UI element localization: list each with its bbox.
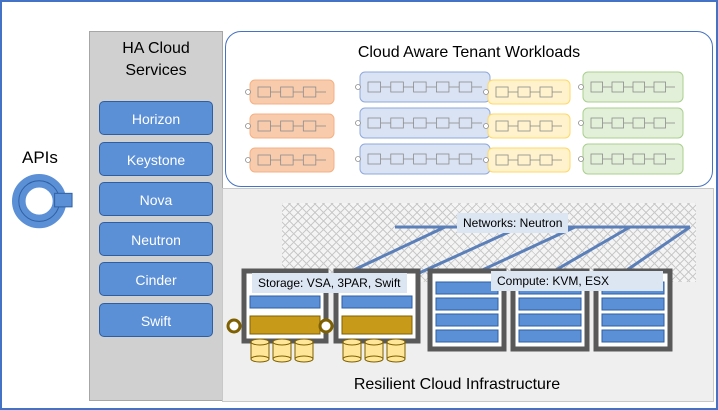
service-horizon: Horizon: [99, 101, 213, 135]
compute-server: [601, 329, 665, 343]
api-socket-icon: [12, 173, 73, 229]
infrastructure-title: Resilient Cloud Infrastructure: [353, 376, 561, 393]
workload-port: [483, 123, 489, 129]
disk-bottom: [294, 355, 314, 363]
disk-top: [250, 338, 270, 346]
workload-port: [578, 120, 584, 126]
workload-port: [483, 89, 489, 95]
disk-bottom: [364, 355, 384, 363]
workload-port: [578, 84, 584, 90]
workload-port: [355, 156, 361, 162]
compute-label: Compute: KVM, ESX: [491, 271, 663, 291]
service-cinder: Cinder: [99, 262, 213, 296]
services-title: HA Cloud Services: [90, 38, 222, 82]
disk-bottom: [250, 355, 270, 363]
networks-label: Networks: Neutron: [457, 213, 569, 233]
compute-server: [518, 329, 582, 343]
apis-label: APIs: [22, 148, 58, 167]
disk-top: [342, 338, 362, 346]
disk-top: [364, 338, 384, 346]
compute-server: [435, 297, 499, 311]
compute-server: [601, 313, 665, 327]
storage-port-icon: [318, 318, 334, 334]
service-neutron: Neutron: [99, 222, 213, 256]
workloads-title: Cloud Aware Tenant Workloads: [357, 44, 581, 61]
workload-port: [245, 157, 251, 163]
ha-cloud-services-panel: HA Cloud Services Horizon Keystone Nova …: [89, 31, 223, 401]
disk-bottom: [272, 355, 292, 363]
disk-bottom: [342, 355, 362, 363]
service-swift: Swift: [99, 303, 213, 337]
disk-top: [386, 338, 406, 346]
workload-port: [355, 120, 361, 126]
storage-label: Storage: VSA, 3PAR, Swift: [252, 273, 407, 293]
workload-port: [483, 157, 489, 163]
compute-server: [435, 281, 499, 295]
service-nova: Nova: [99, 182, 213, 216]
storage-port-icon: [226, 318, 242, 334]
workload-port: [355, 84, 361, 90]
compute-server: [518, 297, 582, 311]
workload-port: [245, 123, 251, 129]
storage-shelf: [249, 295, 321, 309]
workload-port: [245, 89, 251, 95]
disk-top: [294, 338, 314, 346]
storage-array: [249, 315, 321, 335]
storage-array: [341, 315, 413, 335]
services-title-line-1: HA Cloud: [122, 40, 190, 57]
compute-server: [518, 313, 582, 327]
compute-server: [435, 313, 499, 327]
service-keystone: Keystone: [99, 142, 213, 176]
compute-server: [435, 329, 499, 343]
disk-bottom: [386, 355, 406, 363]
services-title-line-2: Services: [125, 62, 187, 79]
compute-server: [601, 297, 665, 311]
disk-top: [272, 338, 292, 346]
workload-port: [578, 156, 584, 162]
storage-shelf: [341, 295, 413, 309]
